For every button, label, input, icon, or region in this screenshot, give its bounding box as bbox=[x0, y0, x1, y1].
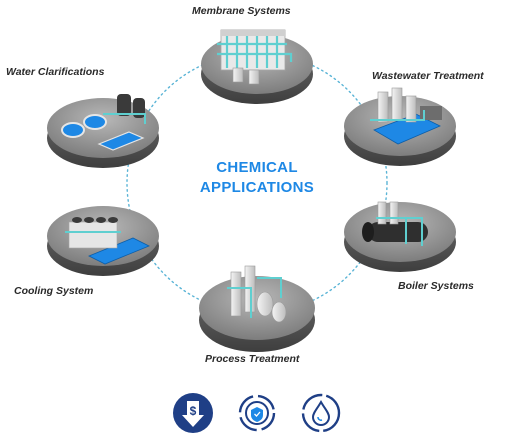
water-clarifications-node bbox=[47, 94, 159, 168]
wastewater-treatment-node bbox=[344, 87, 456, 166]
label-membrane-systems: Membrane Systems bbox=[192, 5, 291, 17]
label-water-clarifications: Water Clarifications bbox=[6, 66, 105, 78]
cooling-system-node bbox=[47, 206, 159, 276]
connection-ring bbox=[126, 52, 388, 314]
water-recycle-icon bbox=[301, 393, 341, 433]
cost-savings-icon: $ bbox=[173, 393, 213, 433]
label-process-treatment: Process Treatment bbox=[205, 353, 300, 365]
membrane-systems-node bbox=[201, 29, 313, 104]
svg-text:$: $ bbox=[190, 404, 197, 418]
center-title-line1: CHEMICAL bbox=[216, 159, 298, 176]
label-wastewater-treatment: Wastewater Treatment bbox=[372, 70, 484, 82]
boiler-systems-node bbox=[344, 201, 456, 272]
protection-cycle-icon bbox=[238, 394, 276, 432]
label-boiler-systems: Boiler Systems bbox=[398, 280, 474, 292]
process-treatment-node bbox=[199, 265, 315, 352]
center-title-line2: APPLICATIONS bbox=[199, 179, 315, 196]
label-cooling-system: Cooling System bbox=[14, 285, 94, 297]
